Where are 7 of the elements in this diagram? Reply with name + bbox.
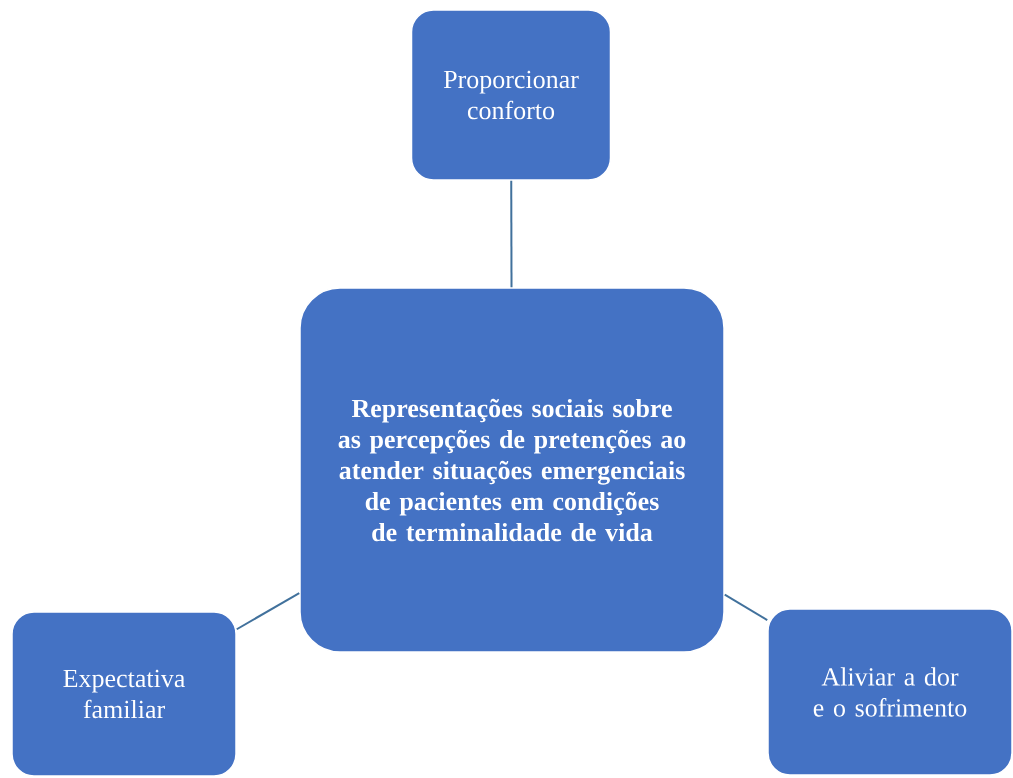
- central-topic-box: Representações sociais sobre as percepções de pretenções ao atender situações emergenciais de pacientes em condições de terminalidade de vida: [299, 287, 725, 653]
- topic-box: Expectativa familiar: [11, 611, 237, 777]
- topic-box: Aliviar a dor e o sofrimento: [767, 608, 1013, 776]
- connector-line: [510, 179, 513, 289]
- connector-line: [235, 592, 301, 631]
- topic-box: Proporcionar conforto: [410, 9, 612, 181]
- connector-line: [723, 593, 769, 622]
